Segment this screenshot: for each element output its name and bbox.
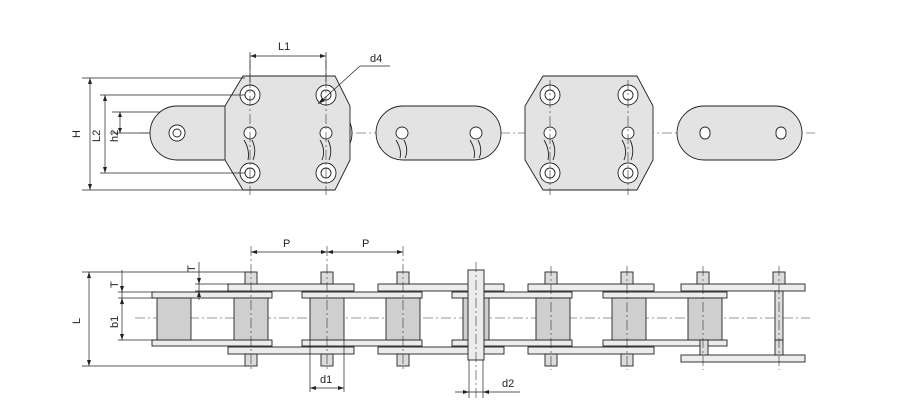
dim-b1: b1 bbox=[109, 298, 155, 341]
dim-T-right: T bbox=[186, 262, 230, 300]
dim-P: P P bbox=[251, 238, 403, 254]
dim-h2: h2 bbox=[109, 111, 160, 142]
attachment-plate-1 bbox=[224, 75, 351, 191]
attachment-plate-2 bbox=[524, 75, 654, 191]
label-d1: d1 bbox=[320, 374, 332, 386]
label-T-right: T bbox=[186, 265, 198, 272]
link-plate-5 bbox=[676, 105, 803, 161]
dim-d1: d1 bbox=[309, 340, 345, 392]
label-d2: d2 bbox=[502, 378, 514, 390]
top-pin-centerlines bbox=[249, 60, 629, 195]
label-H: H bbox=[71, 130, 83, 138]
top-view: L1 d4 H L2 bbox=[71, 41, 815, 195]
dim-L1: L1 bbox=[249, 41, 327, 82]
label-L: L bbox=[71, 318, 83, 324]
side-rollers bbox=[156, 297, 723, 341]
dim-T-left: T bbox=[109, 270, 155, 305]
label-L1: L1 bbox=[278, 41, 290, 53]
label-b1: b1 bbox=[109, 316, 121, 328]
label-T-left: T bbox=[109, 281, 121, 288]
dim-L2: L2 bbox=[91, 94, 245, 174]
label-P2: P bbox=[362, 238, 369, 250]
link-plate-3 bbox=[375, 105, 502, 161]
side-pin-centerlines bbox=[250, 246, 780, 398]
label-L2: L2 bbox=[91, 130, 103, 142]
side-plates bbox=[151, 283, 806, 363]
side-view: P P T T L bbox=[71, 238, 810, 398]
dim-d2: d2 bbox=[455, 360, 520, 398]
label-P1: P bbox=[283, 238, 290, 250]
dim-H: H bbox=[71, 77, 245, 191]
pin-holes bbox=[168, 124, 787, 142]
dim-d4: d4 bbox=[317, 53, 390, 105]
label-h2: h2 bbox=[109, 130, 121, 142]
label-d4: d4 bbox=[370, 53, 382, 65]
dim-L: L bbox=[71, 271, 245, 367]
cotter-pins bbox=[243, 126, 635, 161]
